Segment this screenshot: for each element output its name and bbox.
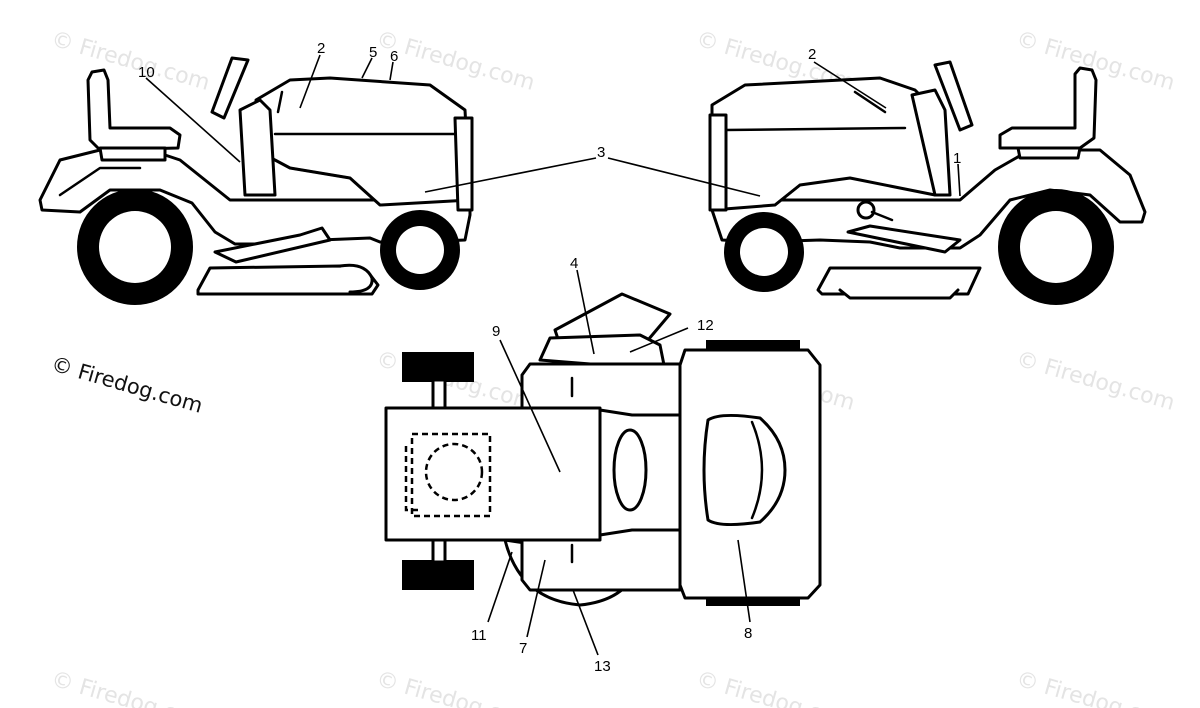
callout-2-right: 2	[808, 46, 816, 63]
callout-2-left: 2	[317, 40, 325, 57]
watermark: © Firedog.com	[693, 667, 857, 708]
leader-lines	[145, 54, 961, 656]
callout-6: 6	[390, 48, 398, 65]
watermark: © Firedog.com	[373, 667, 537, 708]
callout-4: 4	[570, 255, 578, 272]
callout-13: 13	[594, 658, 611, 675]
tractor-right-side-view	[708, 60, 1147, 305]
callout-3: 3	[597, 144, 605, 161]
tractor-left-side-view	[38, 56, 474, 305]
tractor-top-view	[384, 292, 822, 607]
watermark: © Firedog.com	[48, 667, 212, 708]
callout-10: 10	[138, 64, 155, 81]
callout-9: 9	[492, 323, 500, 340]
callout-5: 5	[369, 44, 377, 61]
watermark: © Firedog.com	[1013, 347, 1177, 416]
callout-1: 1	[953, 150, 961, 167]
callout-labels: 10 2 5 6 3 2 1 4 12 9 11 7 13 8	[138, 40, 961, 675]
callout-12: 12	[697, 317, 714, 334]
callout-8: 8	[744, 625, 752, 642]
watermark: © Firedog.com	[1013, 667, 1177, 708]
watermark: © Firedog.com	[48, 27, 212, 96]
credit-text: © Firedog.com	[49, 352, 206, 418]
callout-7: 7	[519, 640, 527, 657]
callout-11: 11	[471, 627, 487, 644]
